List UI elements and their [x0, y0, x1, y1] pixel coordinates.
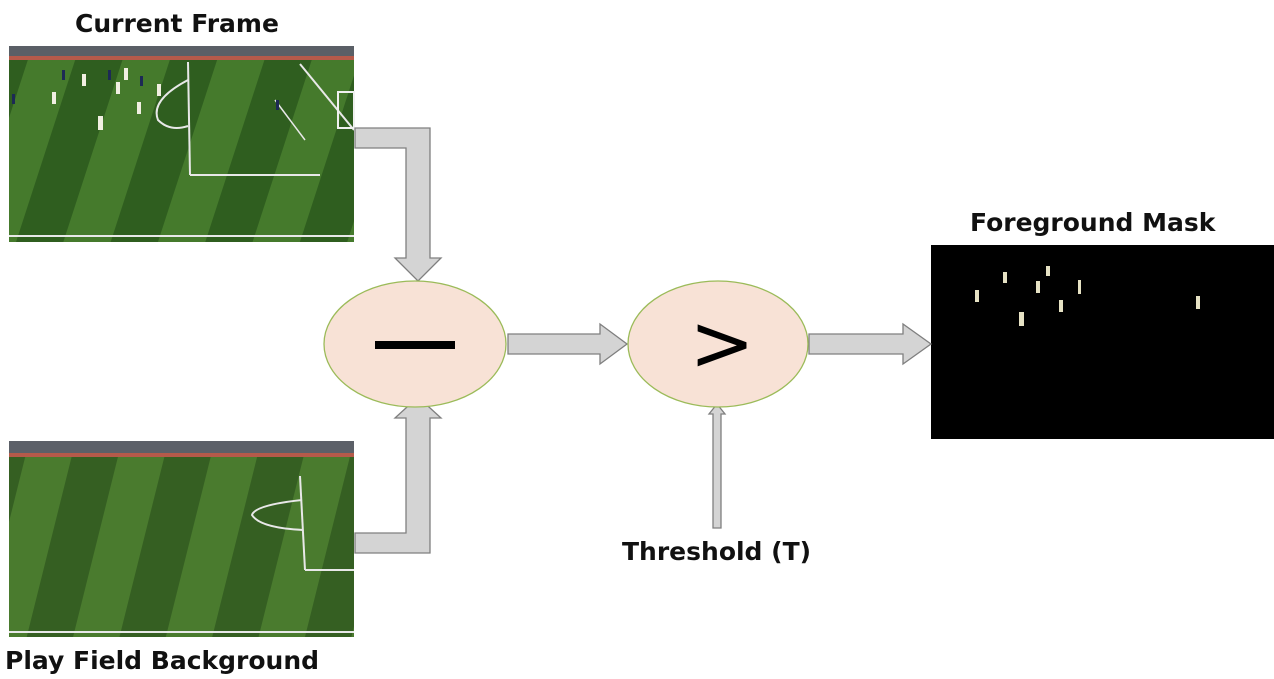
arrow-threshold-to-compare — [707, 402, 727, 529]
mask-blobs — [975, 266, 1200, 326]
foreground-mask-image — [931, 245, 1274, 439]
greater-than-sign: > — [689, 299, 754, 389]
current-frame-image — [9, 46, 355, 242]
threshold-label: Threshold (T) — [622, 537, 812, 566]
foreground-mask-title: Foreground Mask — [970, 208, 1216, 237]
arrow-compare-to-mask — [808, 322, 933, 366]
arrow-background-to-subtract — [354, 396, 443, 554]
minus-sign-icon — [375, 341, 455, 349]
arrow-current-to-subtract — [354, 127, 443, 282]
arrow-subtract-to-compare — [507, 322, 629, 366]
arrows — [354, 127, 933, 554]
play-field-background-title: Play Field Background — [5, 646, 320, 675]
compare-operator: > — [627, 280, 809, 408]
play-field-background-image — [9, 441, 354, 637]
players — [52, 68, 161, 130]
subtract-operator — [323, 280, 507, 408]
current-frame-title: Current Frame — [75, 9, 279, 38]
